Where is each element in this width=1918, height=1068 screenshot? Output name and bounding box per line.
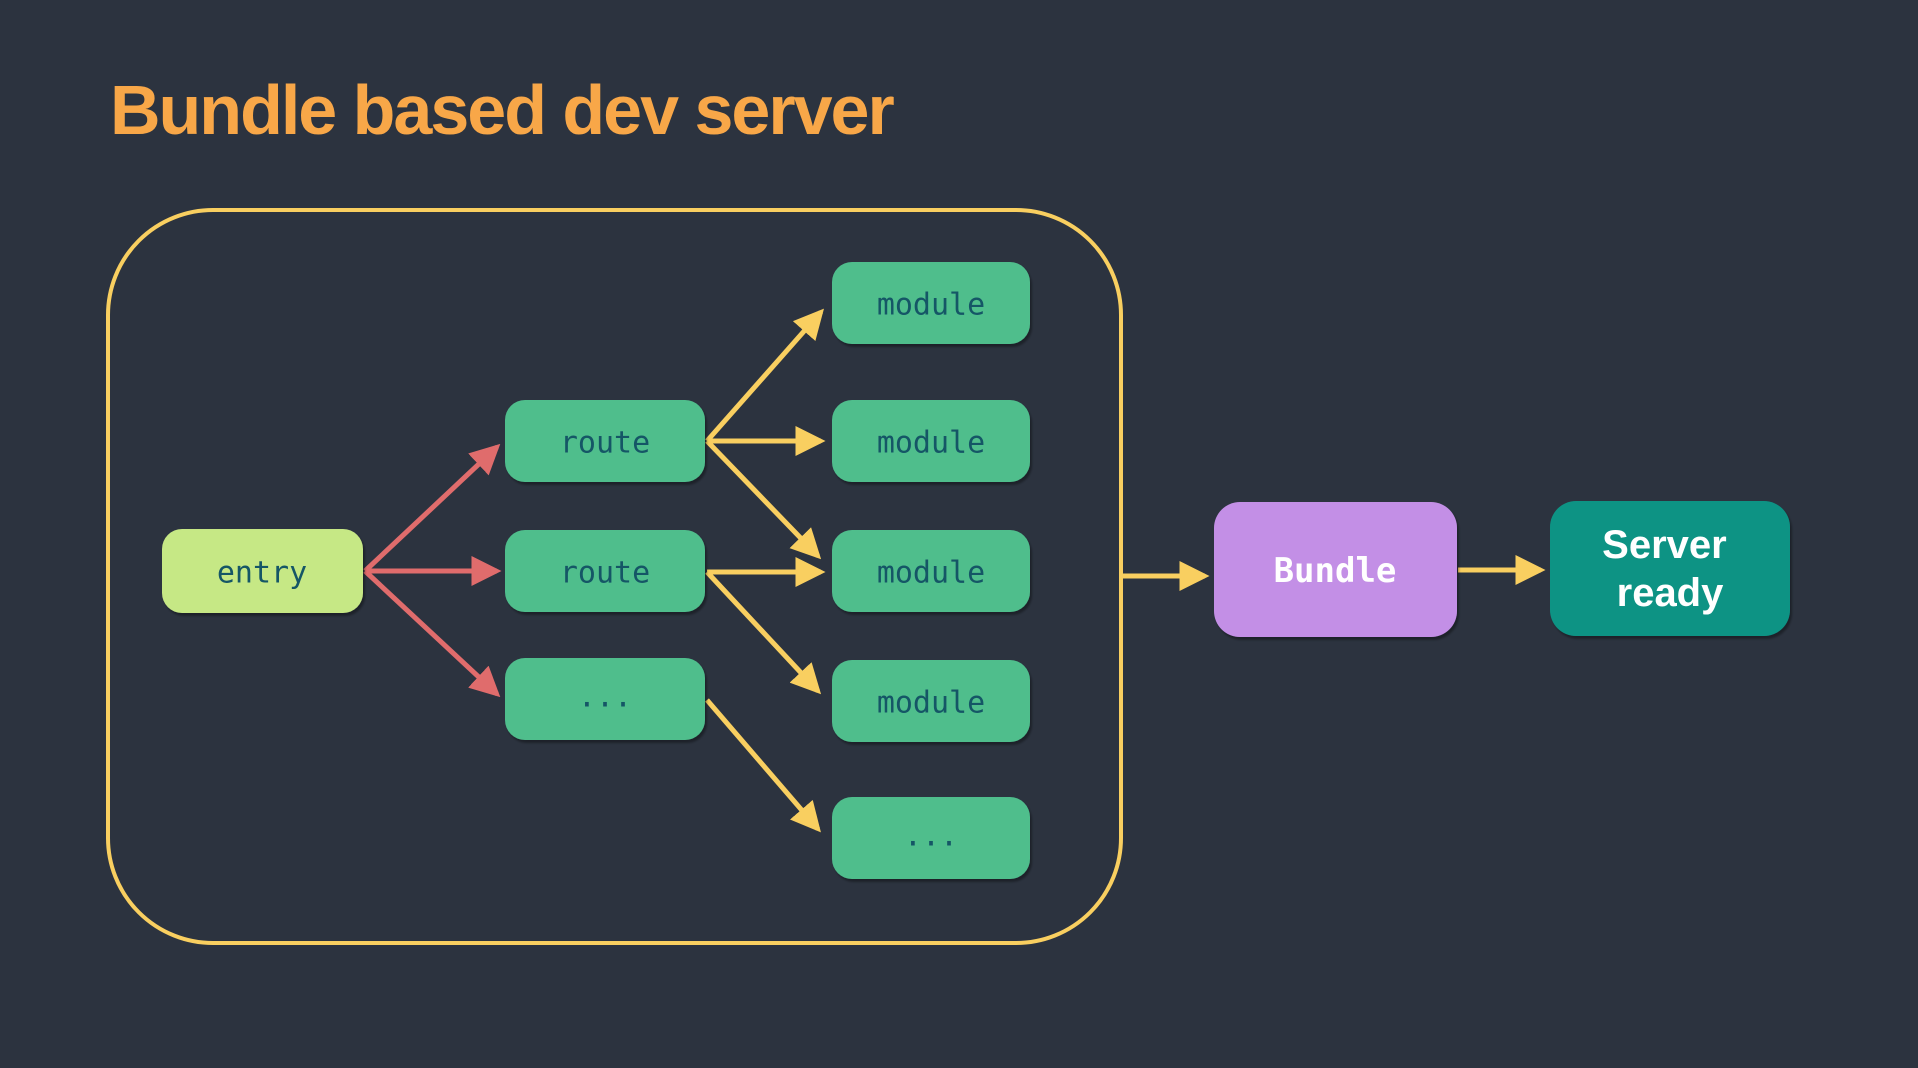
node-server-ready-box	[1550, 501, 1790, 636]
node-entry-label: entry	[217, 556, 307, 591]
node-server-ready: Server ready	[1550, 501, 1790, 636]
node-bundle-label: Bundle	[1274, 551, 1397, 591]
diagram-title: Bundle based dev server	[110, 71, 894, 149]
node-module-4-label: module	[877, 686, 985, 721]
node-route-1: route	[505, 400, 705, 482]
node-module-4-box	[832, 660, 1030, 742]
node-server-ready-line-2: ready	[1617, 571, 1724, 615]
node-module-ellipsis-box	[832, 797, 1030, 879]
node-route-1-label: route	[560, 426, 650, 461]
arrow-route-1-to-module-1	[705, 308, 824, 443]
node-module-3-box	[832, 530, 1030, 612]
node-route-ellipsis-label: ...	[578, 680, 632, 715]
node-module-2-label: module	[877, 426, 985, 461]
node-module-3: module	[832, 530, 1030, 612]
node-route-ellipsis: ...	[505, 658, 705, 740]
node-module-1: module	[832, 262, 1030, 344]
node-route-ellipsis-box	[505, 658, 705, 740]
node-module-3-label: module	[877, 556, 985, 591]
node-module-1-box	[832, 262, 1030, 344]
arrow-route-1-to-module-3	[705, 439, 822, 560]
node-server-ready-label: Server ready	[1602, 523, 1738, 615]
arrow-entry-to-route-3	[363, 569, 501, 698]
node-module-ellipsis: ...	[832, 797, 1030, 879]
arrow-route-3-to-module-5	[705, 698, 821, 833]
node-route-2-box	[505, 530, 705, 612]
arrow-route-2-to-module-4	[705, 570, 822, 695]
node-bundle: Bundle	[1214, 502, 1457, 637]
node-module-1-label: module	[877, 288, 985, 323]
node-module-4: module	[832, 660, 1030, 742]
node-server-ready-line-1: Server	[1602, 523, 1727, 567]
arrow-entry-to-route-1	[363, 443, 501, 573]
node-entry-box	[162, 529, 363, 613]
node-route-2-label: route	[560, 556, 650, 591]
node-entry: entry	[162, 529, 363, 613]
node-bundle-box	[1214, 502, 1457, 637]
node-module-ellipsis-label: ...	[904, 819, 958, 854]
node-module-2-box	[832, 400, 1030, 482]
node-route-1-box	[505, 400, 705, 482]
node-route-2: route	[505, 530, 705, 612]
node-module-2: module	[832, 400, 1030, 482]
bundler-scope-frame	[106, 208, 1123, 945]
